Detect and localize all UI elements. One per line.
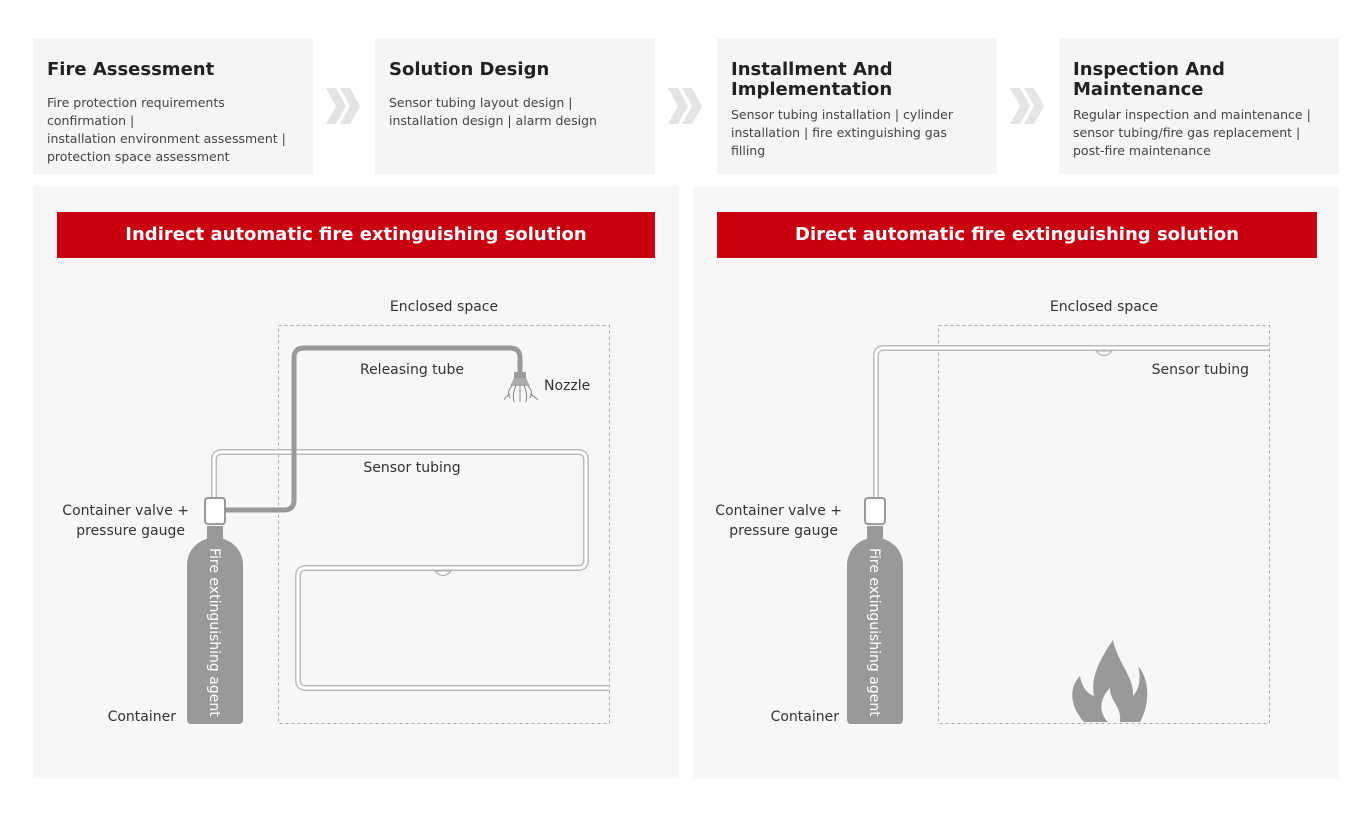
enclosed-space-label: Enclosed space [390,299,498,315]
nozzle-icon [503,372,539,403]
step-desc-line: Fire protection requirements confirmatio… [47,95,225,128]
step-desc-line: installation environment assessment | [47,131,286,146]
valve-label-line: pressure gauge [729,523,838,539]
step-title: Installment And Implementation [731,60,983,100]
step-desc-line: installation | fire extinguishing gas fi… [731,125,947,158]
releasing-tube-label: Releasing tube [360,362,464,378]
valve-label-line: Container valve + [62,503,189,519]
step-description: Sensor tubing layout design | installati… [389,94,641,130]
step-title-line: Inspection And [1073,59,1225,80]
step-description: Sensor tubing installation | cylinder in… [731,106,983,160]
step-desc-line: installation design | alarm design [389,113,597,128]
valve-label-line: Container valve + [715,503,842,519]
sensor-tubing-label: Sensor tubing [1152,362,1249,378]
chevron-right-icon [668,88,702,124]
fire-icon [1072,640,1148,722]
agent-label: Fire extinguishing agent [866,548,882,717]
step-inspection: Inspection And Maintenance Regular inspe… [1059,38,1339,174]
step-fire-assessment: Fire Assessment Fire protection requirem… [33,38,313,174]
step-desc-line: Sensor tubing installation | cylinder [731,107,953,122]
step-desc-line: post-fire maintenance [1073,143,1211,158]
enclosed-space-box [278,325,610,724]
direct-solution-panel [693,186,1339,778]
step-title: Solution Design [389,59,550,80]
enclosed-space-label: Enclosed space [1050,299,1158,315]
step-title-line: Implementation [731,79,893,100]
agent-label: Fire extinguishing agent [206,548,222,717]
sensor-tubing [873,345,1269,498]
releasing-tube [222,345,523,513]
sensor-tubing-label: Sensor tubing [363,460,460,476]
indirect-solution-banner: Indirect automatic fire extinguishing so… [57,212,655,258]
step-solution-design: Solution Design Sensor tubing layout des… [375,38,655,174]
enclosed-space-box [938,325,1270,724]
step-description: Regular inspection and maintenance | sen… [1073,106,1325,160]
step-desc-line: Sensor tubing layout design | [389,95,573,110]
sensor-tubing [211,449,609,691]
chevron-right-icon [326,88,360,124]
container-label: Container [108,709,177,725]
container-label: Container [771,709,840,725]
step-title-line: Installment And [731,59,893,80]
direct-solution-banner: Direct automatic fire extinguishing solu… [717,212,1317,258]
valve-label-line: pressure gauge [76,523,185,539]
nozzle-label: Nozzle [544,378,590,394]
step-desc-line: Regular inspection and maintenance | [1073,107,1311,122]
step-desc-line: sensor tubing/fire gas replacement | [1073,125,1301,140]
step-desc-line: protection space assessment [47,149,230,164]
container-cylinder [187,497,243,724]
step-installment: Installment And Implementation Sensor tu… [717,38,997,174]
step-title: Fire Assessment [47,59,215,80]
chevron-right-icon [1010,88,1044,124]
indirect-solution-panel [33,186,679,778]
container-cylinder [847,497,903,724]
step-description: Fire protection requirements confirmatio… [47,94,299,166]
step-title-line: Maintenance [1073,79,1204,100]
step-title: Inspection And Maintenance [1073,60,1325,100]
